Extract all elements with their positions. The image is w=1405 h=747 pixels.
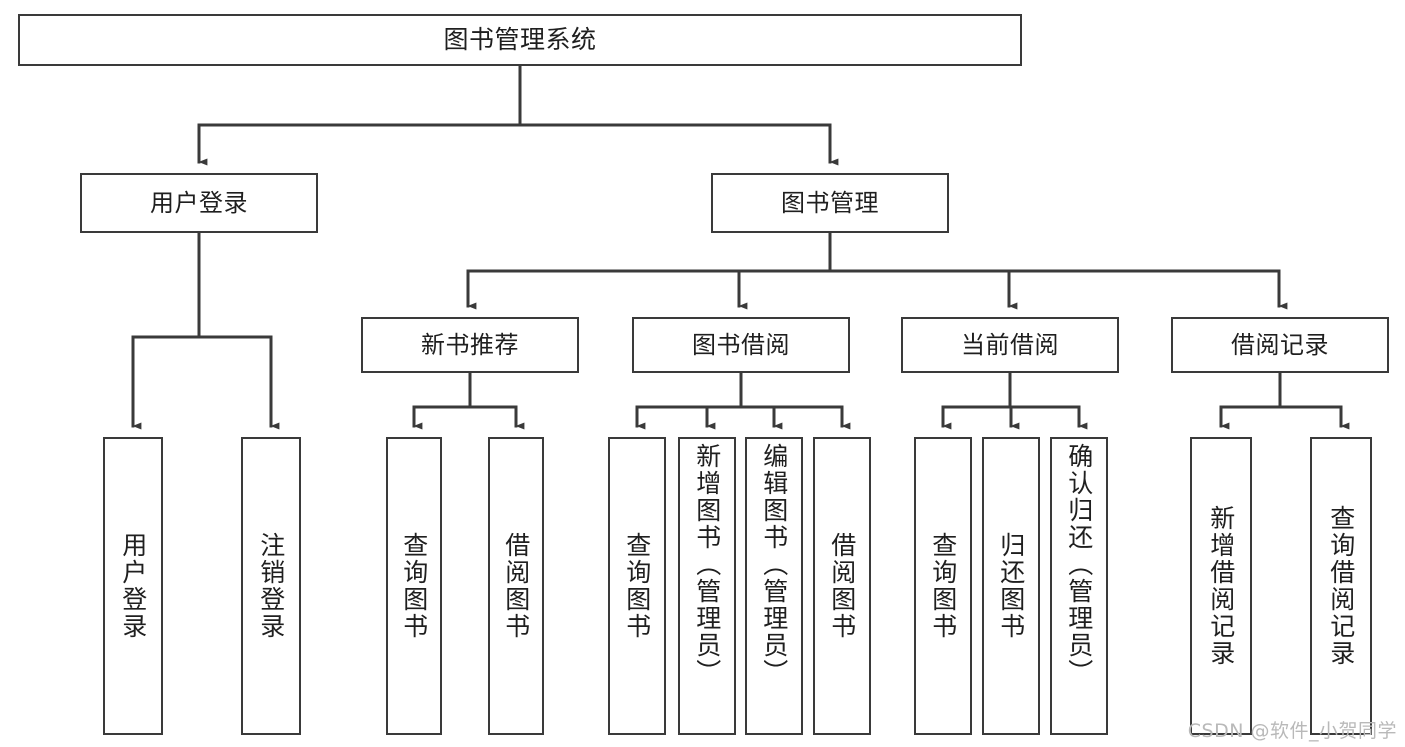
- node-label: 查询图书: [928, 532, 958, 640]
- leaf-add-book-admin[interactable]: 新增图书（管理员）: [678, 437, 736, 735]
- leaf-query-book-current[interactable]: 查询图书: [914, 437, 972, 735]
- node-label: 新书推荐: [421, 330, 519, 359]
- node-book-borrow[interactable]: 图书借阅: [632, 317, 850, 373]
- node-new-book-recommend[interactable]: 新书推荐: [361, 317, 579, 373]
- node-current-borrow[interactable]: 当前借阅: [901, 317, 1119, 373]
- node-label: 图书管理系统: [443, 25, 597, 55]
- leaf-add-borrow-record[interactable]: 新增借阅记录: [1190, 437, 1252, 735]
- node-label: 当前借阅: [961, 330, 1059, 359]
- node-label: 归还图书: [996, 532, 1026, 640]
- leaf-user-login[interactable]: 用户登录: [103, 437, 163, 735]
- node-label: 图书管理: [781, 188, 879, 217]
- leaf-borrow-book[interactable]: 借阅图书: [813, 437, 871, 735]
- leaf-query-borrow-record[interactable]: 查询借阅记录: [1310, 437, 1372, 735]
- node-borrow-record[interactable]: 借阅记录: [1171, 317, 1389, 373]
- leaf-edit-book-admin[interactable]: 编辑图书（管理员）: [745, 437, 803, 735]
- node-label: 图书借阅: [692, 330, 790, 359]
- leaf-query-book-recommend[interactable]: 查询图书: [386, 437, 442, 735]
- node-root-system[interactable]: 图书管理系统: [18, 14, 1022, 66]
- node-label: 查询图书: [622, 532, 652, 640]
- node-book-management[interactable]: 图书管理: [711, 173, 949, 233]
- node-label: 新增图书（管理员）: [692, 443, 722, 686]
- node-label: 用户登录: [118, 532, 148, 640]
- node-label: 查询图书: [399, 532, 429, 640]
- watermark: CSDN @软件_小贺同学: [1187, 720, 1397, 742]
- node-label: 用户登录: [150, 188, 248, 217]
- node-label: 借阅图书: [827, 532, 857, 640]
- node-label: 确认归还（管理员）: [1064, 443, 1094, 686]
- leaf-return-book[interactable]: 归还图书: [982, 437, 1040, 735]
- leaf-confirm-return-admin[interactable]: 确认归还（管理员）: [1050, 437, 1108, 735]
- node-label: 借阅图书: [501, 532, 531, 640]
- node-user-login[interactable]: 用户登录: [80, 173, 318, 233]
- node-label: 借阅记录: [1231, 330, 1329, 359]
- node-label: 编辑图书（管理员）: [759, 443, 789, 686]
- leaf-query-book[interactable]: 查询图书: [608, 437, 666, 735]
- node-label: 新增借阅记录: [1206, 505, 1236, 667]
- leaf-borrow-book-recommend[interactable]: 借阅图书: [488, 437, 544, 735]
- node-label: 查询借阅记录: [1326, 505, 1356, 667]
- leaf-logout[interactable]: 注销登录: [241, 437, 301, 735]
- node-label: 注销登录: [256, 532, 286, 640]
